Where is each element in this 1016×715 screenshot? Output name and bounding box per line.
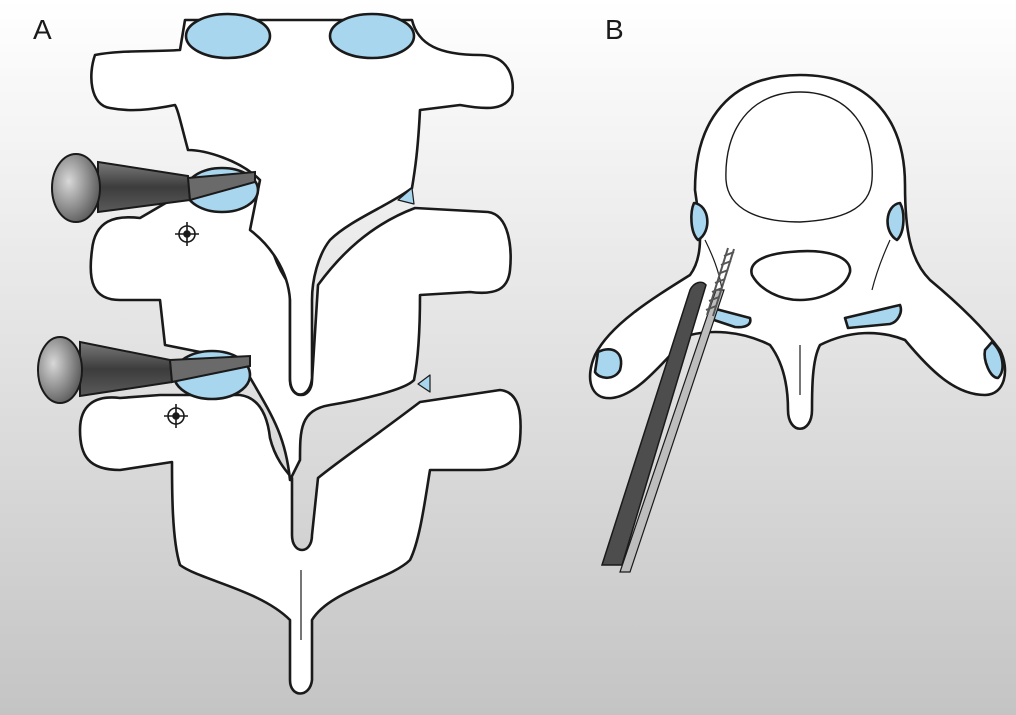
panel-label-a: A <box>33 16 52 44</box>
panel-label-b: B <box>605 16 624 44</box>
axial-facet-left <box>691 203 707 240</box>
facet-cartilage-top-right <box>330 14 414 58</box>
axial-facet-right <box>888 203 904 240</box>
instrument-upper-cone <box>52 154 100 222</box>
instrument-lower-cone <box>38 337 82 403</box>
axial-facet-transverse-left <box>595 349 621 377</box>
facet-cartilage-top-left <box>186 14 270 58</box>
